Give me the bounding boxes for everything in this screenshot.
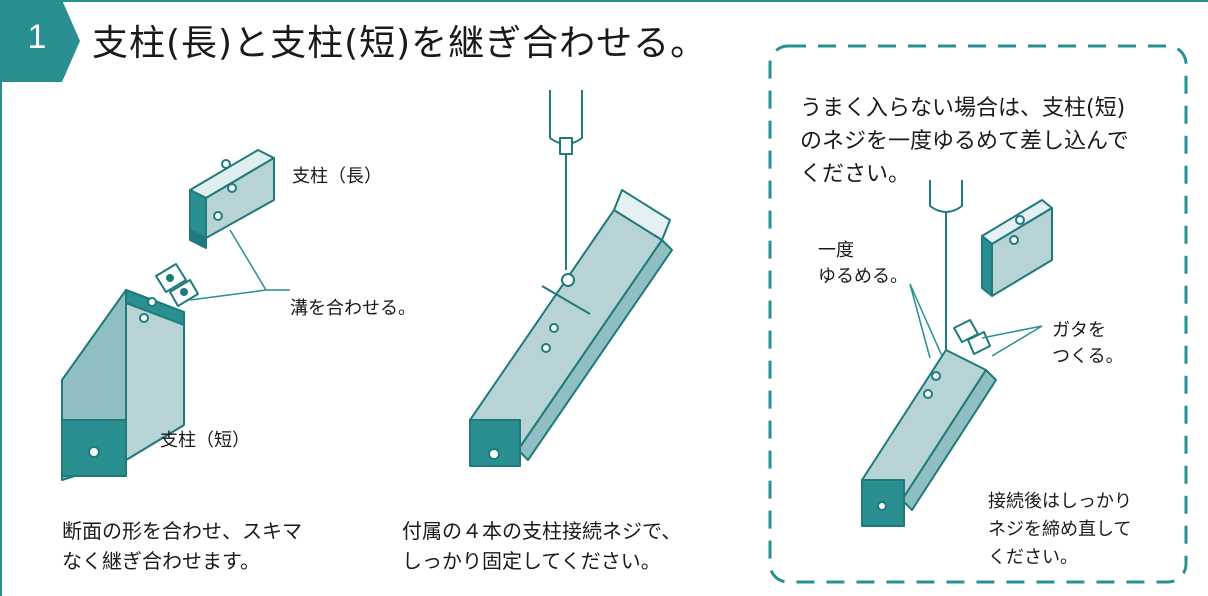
label-loosen-line1: 一度 [818, 240, 854, 261]
tip-note-line3: ください。 [800, 162, 911, 187]
tip-box [768, 44, 1188, 584]
figure-screw-fix [469, 90, 673, 467]
step-badge [0, 0, 80, 82]
tip-footer: 接続後はしっかり ネジを締め直して ください。 [988, 488, 1132, 572]
label-make-gap: ガタを つくる。 [1052, 318, 1124, 370]
figure-posts-align [61, 149, 290, 481]
tip-footer-line1: 接続後はしっかり [988, 491, 1132, 512]
caption-figure1-line2: なく継ぎ合わせます。 [62, 549, 260, 573]
tip-note: うまく入らない場合は、支柱(短) のネジを一度ゆるめて差し込んで ください。 [800, 92, 1129, 191]
tip-footer-line2: ネジを締め直して [988, 519, 1132, 540]
caption-figure2-line2: しっかり固定してください。 [402, 549, 661, 573]
caption-figure1: 断面の形を合わせ、スキマ なく継ぎ合わせます。 [62, 516, 302, 576]
label-make-gap-line2: つくる。 [1052, 346, 1124, 367]
caption-figure2-line1: 付属の４本の支柱接続ネジで、 [402, 519, 682, 543]
figure-loosen-screw [861, 180, 1053, 527]
label-loosen-line2: ゆるめる。 [818, 266, 908, 287]
tip-note-line1: うまく入らない場合は、支柱(短) [800, 96, 1126, 121]
tip-note-line2: のネジを一度ゆるめて差し込んで [800, 129, 1129, 154]
tip-footer-line3: ください。 [988, 547, 1078, 568]
caption-figure2: 付属の４本の支柱接続ネジで、 しっかり固定してください。 [402, 516, 681, 576]
step-title: 支柱(長)と支柱(短)を継ぎ合わせる。 [92, 23, 708, 64]
step-number: 1 [27, 18, 47, 56]
label-align-grooves: 溝を合わせる。 [290, 298, 416, 319]
label-long-post: 支柱（長） [292, 166, 382, 187]
label-loosen: 一度 ゆるめる。 [818, 238, 908, 290]
label-short-post: 支柱（短） [160, 430, 250, 451]
caption-figure1-line1: 断面の形を合わせ、スキマ [62, 519, 302, 543]
label-make-gap-line1: ガタを [1052, 320, 1106, 341]
